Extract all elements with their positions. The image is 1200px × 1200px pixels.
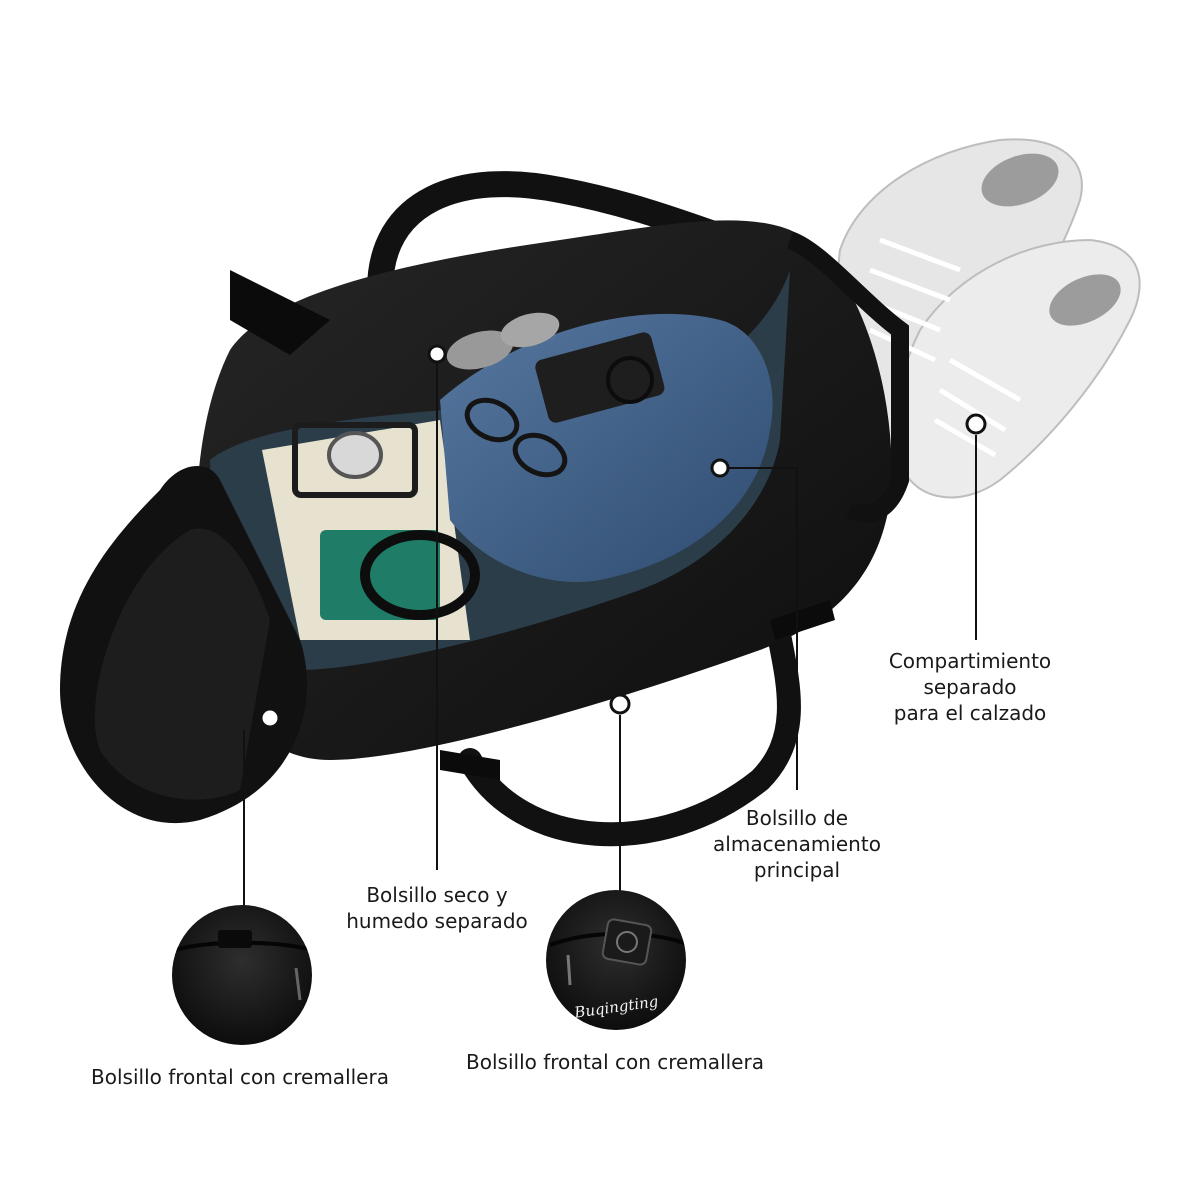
front-pocket-detail-left — [172, 905, 312, 1045]
marker-shoe-compartment — [965, 413, 987, 435]
marker-wet-dry — [427, 344, 447, 364]
callout-line: separado — [923, 675, 1017, 699]
callout-line: Compartimiento — [888, 649, 1052, 673]
callout-main-storage: Bolsillo de almacenamiento principal — [697, 805, 897, 883]
callout-leaders — [243, 362, 977, 910]
callout-front-pocket-left: Bolsillo frontal con cremallera — [91, 1065, 389, 1089]
front-pocket-detail-right: Buqingting — [546, 890, 686, 1030]
callout-shoe-compartment: Compartimiento separado para el calzado — [870, 648, 1070, 726]
duffel-bag — [60, 220, 909, 824]
marker-main-storage — [710, 458, 730, 478]
callout-line: almacenamiento — [713, 832, 881, 856]
callout-line: Bolsillo de — [745, 806, 849, 830]
callout-line: humedo separado — [346, 909, 528, 933]
callout-front-pocket-right: Bolsillo frontal con cremallera — [466, 1050, 764, 1074]
marker-front-pocket-right — [609, 693, 631, 715]
callout-line: principal — [753, 858, 841, 882]
callout-markers — [259, 344, 987, 729]
callout-line: para el calzado — [893, 701, 1047, 725]
callout-line: Bolsillo seco y — [366, 883, 508, 907]
marker-front-pocket-left — [259, 707, 281, 729]
callout-wet-dry: Bolsillo seco y humedo separado — [327, 882, 547, 934]
